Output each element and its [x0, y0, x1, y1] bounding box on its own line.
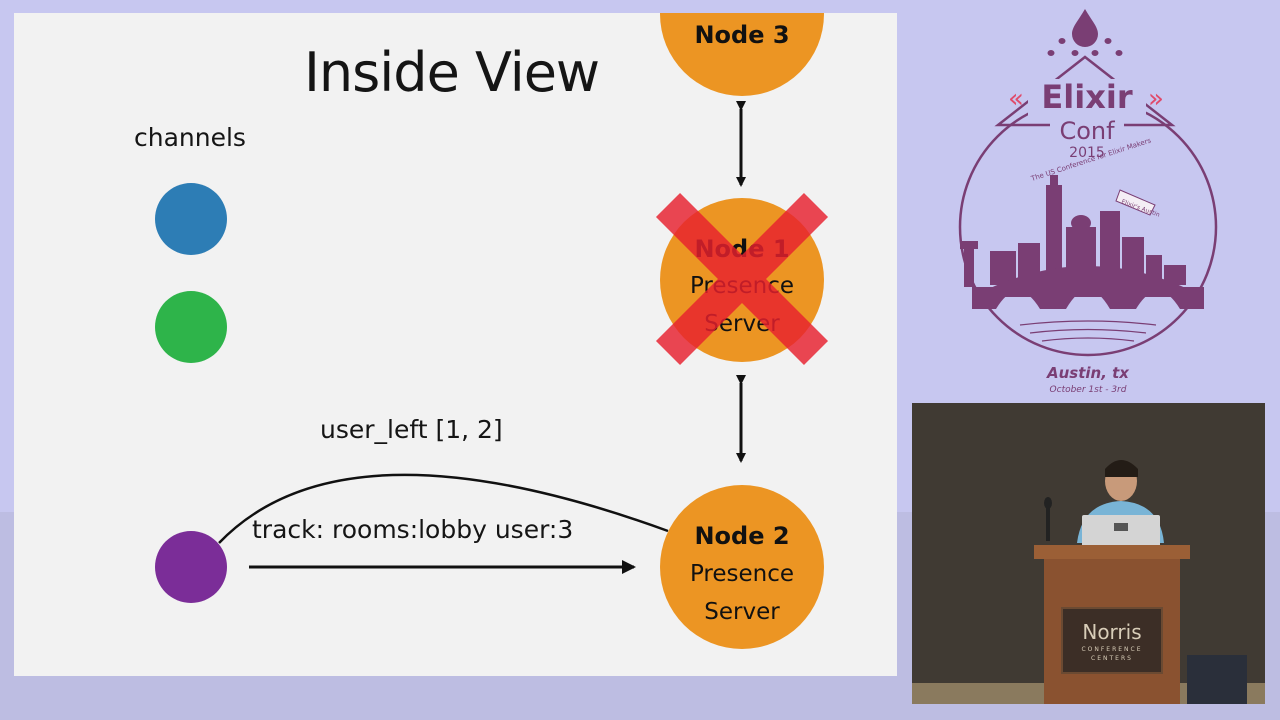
presentation-slide: Inside View channels Node 3: [14, 13, 897, 676]
logo-name-line2: Conf: [1059, 117, 1115, 145]
podium-sign-line1: Norris: [1082, 620, 1141, 644]
logo-year: 2015: [1069, 145, 1105, 161]
svg-text:«: «: [1008, 84, 1024, 114]
node-2-line2: Server: [704, 599, 780, 625]
node-2: Node 2 Presence Server: [660, 485, 824, 649]
logo-name-line1: Elixir: [1041, 78, 1132, 116]
logo-dates: October 1st - 3rd: [1050, 385, 1127, 395]
drop-icon: [1072, 9, 1098, 47]
user-left-message: user_left [1, 2]: [320, 415, 503, 444]
node-2-title: Node 2: [694, 522, 790, 550]
slide-connectors: [218, 101, 746, 574]
speaker-video: Norris CONFERENCE CENTERS: [912, 403, 1265, 704]
speaker-scene: Norris CONFERENCE CENTERS: [912, 403, 1265, 704]
track-message: track: rooms:lobby user:3: [252, 515, 574, 544]
svg-text:»: »: [1148, 84, 1164, 114]
podium-sign-line2: CONFERENCE: [1081, 646, 1142, 653]
channel-dot-purple: [155, 531, 227, 603]
node-3-title: Node 3: [694, 21, 790, 49]
channels-label: channels: [134, 123, 246, 152]
node-2-line1: Presence: [689, 561, 795, 587]
slide-title: Inside View: [304, 41, 600, 104]
node-1-cross-icon: [655, 192, 829, 366]
user-left-curve: [218, 473, 669, 544]
elixirconf-logo: Elixir « » Conf 2015 The US Conference f…: [958, 9, 1218, 395]
logo-city: Austin, tx: [1046, 364, 1130, 382]
channel-dot-blue: [155, 183, 227, 255]
channel-dot-green: [155, 291, 227, 363]
podium-sign-line3: CENTERS: [1091, 655, 1133, 662]
